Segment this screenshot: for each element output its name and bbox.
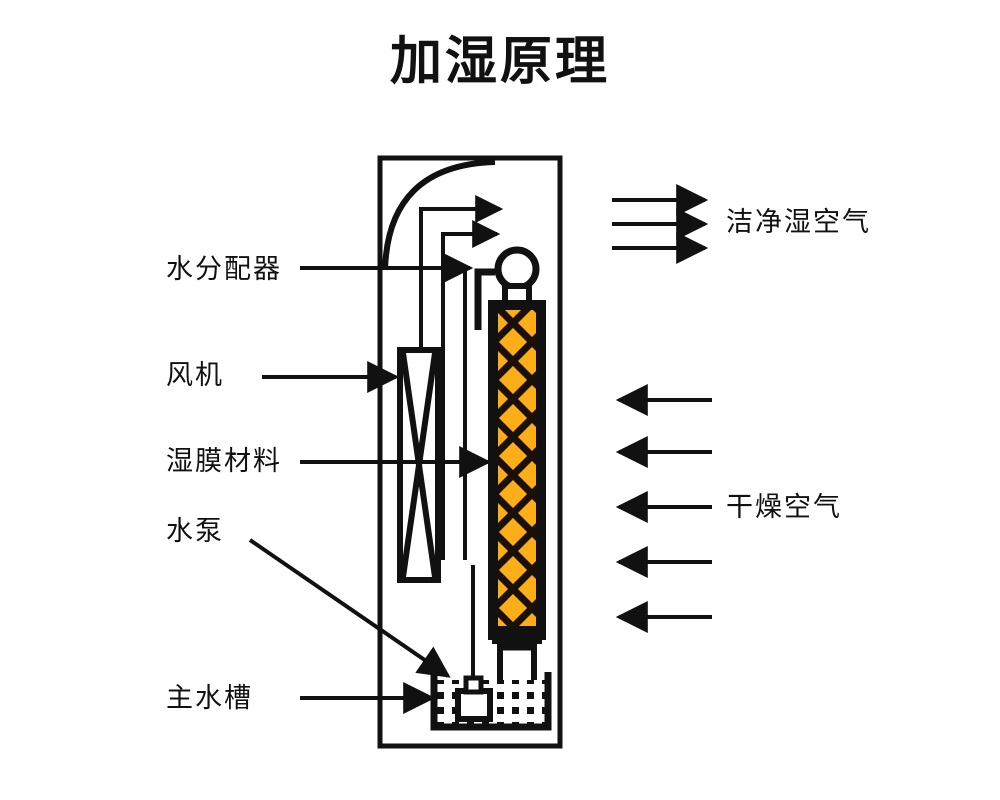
leader-water-pump xyxy=(248,538,451,678)
distributor-feed-pipe xyxy=(474,268,495,330)
duct-corner-guide xyxy=(382,159,496,271)
water-distributor-head xyxy=(494,246,540,292)
page-title: 加湿原理 xyxy=(389,32,610,92)
label-wet-film-material: 湿膜材料 xyxy=(166,446,282,477)
water-pump-inlet xyxy=(463,675,484,695)
dry-air-arrows xyxy=(615,384,712,633)
water-pump-body xyxy=(455,688,493,722)
wet-film-material xyxy=(488,300,546,644)
clean-humid-air-arrows xyxy=(612,184,709,264)
fan-unit xyxy=(397,347,441,583)
wet-film-bottom-cap xyxy=(492,626,542,644)
wet-film-core xyxy=(488,300,546,640)
label-clean-humid-air: 洁净湿空气 xyxy=(726,207,871,238)
fan-blade-cross xyxy=(400,352,438,578)
label-water-distributor: 水分配器 xyxy=(166,254,282,285)
label-main-water-tank: 主水槽 xyxy=(166,683,253,714)
distributor-pipe-middle xyxy=(441,220,501,560)
label-fan: 风机 xyxy=(166,360,224,391)
label-dry-air: 干燥空气 xyxy=(726,492,842,523)
label-water-pump: 水泵 xyxy=(166,516,224,547)
